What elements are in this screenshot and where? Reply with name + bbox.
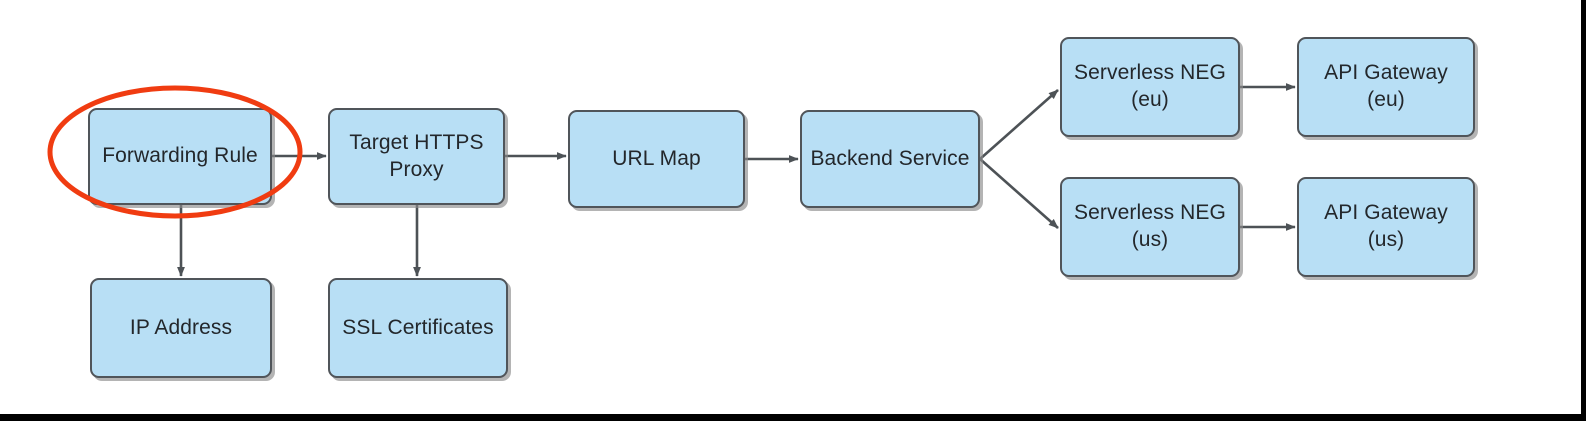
node-serverless-neg-us[interactable]: Serverless NEG (us) [1060, 177, 1240, 277]
edge-backend-service-to-serverless-neg-eu [979, 89, 1059, 160]
node-api-gateway-us[interactable]: API Gateway (us) [1297, 177, 1475, 277]
right-frame-rule [1581, 0, 1586, 421]
node-forwarding-rule[interactable]: Forwarding Rule [88, 108, 272, 205]
node-url-map[interactable]: URL Map [568, 110, 745, 208]
node-api-gateway-eu[interactable]: API Gateway (eu) [1297, 37, 1475, 137]
node-ip-address[interactable]: IP Address [90, 278, 272, 378]
bottom-frame-rule [0, 414, 1586, 421]
node-ssl-certificates[interactable]: SSL Certificates [328, 278, 508, 378]
edge-backend-service-to-serverless-neg-us [979, 158, 1059, 229]
node-serverless-neg-eu[interactable]: Serverless NEG (eu) [1060, 37, 1240, 137]
node-backend-service[interactable]: Backend Service [800, 110, 980, 208]
node-target-https-proxy[interactable]: Target HTTPS Proxy [328, 108, 505, 205]
